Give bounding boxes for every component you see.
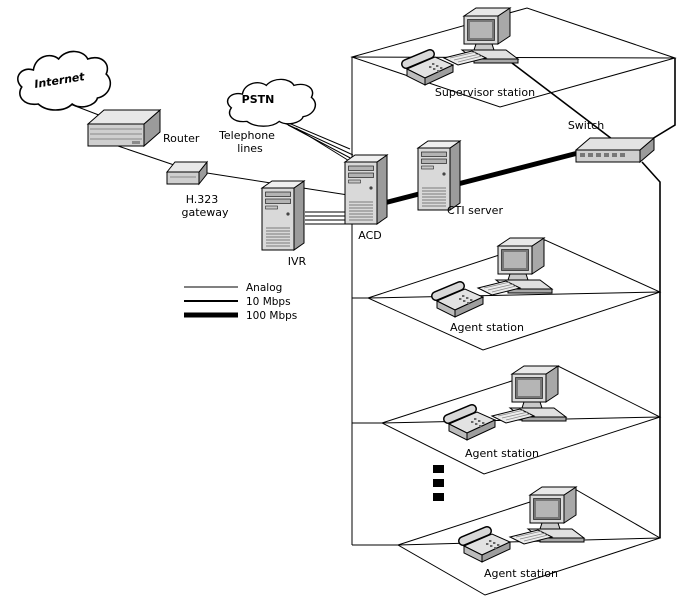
ivr-acd-analog-lines (305, 211, 346, 225)
h323-gateway-icon (166, 161, 208, 185)
agent1-phone-icon (436, 286, 483, 317)
acd-label: ACD (358, 229, 381, 242)
agent-station-2-label: Agent station (465, 447, 539, 460)
switch-icon (575, 137, 655, 163)
gateway-label-line1: H.323 (186, 193, 219, 206)
router-gateway-link (117, 145, 181, 168)
pstn-label: PSTN (242, 93, 275, 106)
lan-links (511, 58, 676, 538)
agent3-computer-icon (509, 486, 585, 545)
legend: Analog 10 Mbps 100 Mbps (184, 282, 297, 322)
telephone-lines-label-line2: lines (237, 142, 263, 155)
acd-switch-backbone (383, 150, 579, 206)
agent-station-3-label: Agent station (484, 567, 558, 580)
supervisor-computer-icon (443, 7, 519, 66)
more-stations-ellipsis-icon (433, 465, 444, 501)
legend-analog-label: Analog (246, 282, 282, 294)
cti-server-icon (417, 140, 461, 211)
legend-100mbps-label: 100 Mbps (246, 310, 297, 322)
agent-station-1-label: Agent station (450, 321, 524, 334)
supervisor-switch-link (651, 58, 676, 140)
switch-supervisor-pc-link (511, 62, 613, 140)
router-label: Router (163, 132, 200, 145)
telephone-lines-label-line1: Telephone (218, 129, 275, 142)
agent2-phone-icon (448, 409, 495, 440)
supervisor-station-label: Supervisor station (435, 86, 535, 99)
router-icon (87, 109, 161, 147)
connection-lines (69, 56, 676, 546)
switch-label: Switch (568, 119, 604, 132)
switch-agents-link (641, 161, 661, 538)
agent2-computer-icon (491, 365, 567, 424)
cti-server-label: CTI server (447, 204, 503, 217)
gateway-label-line2: gateway (181, 206, 229, 219)
acd-server-icon (344, 154, 388, 225)
ivr-server-icon (261, 180, 305, 251)
agent1-computer-icon (477, 237, 553, 296)
ivr-label: IVR (288, 255, 307, 268)
agent3-phone-icon (463, 531, 510, 562)
legend-10mbps-label: 10 Mbps (246, 296, 291, 308)
station-wiring (351, 56, 676, 546)
